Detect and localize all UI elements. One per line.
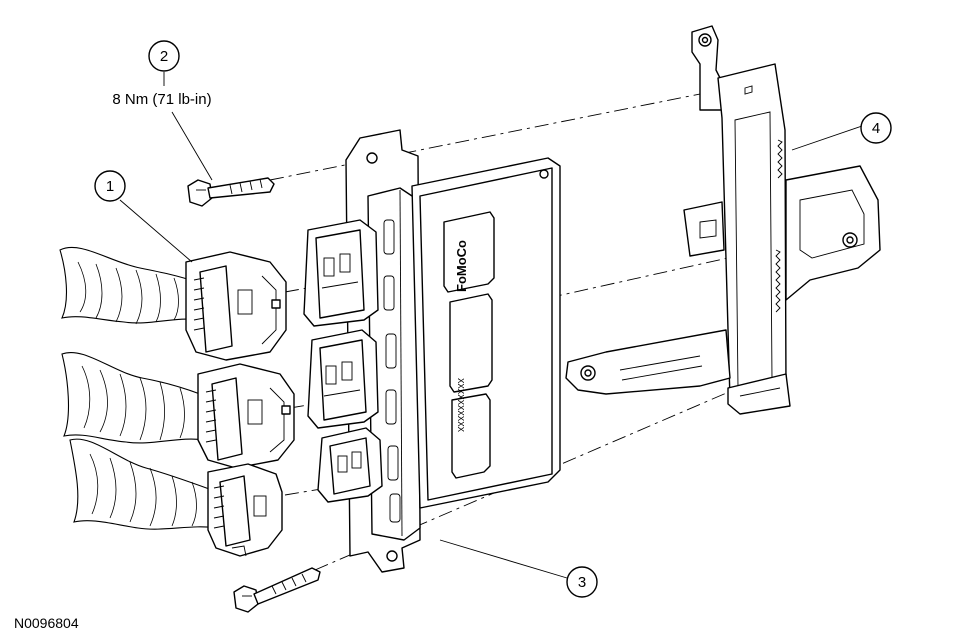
callouts: 1 2 3 4 8 Nm (71 lb-in) [94,40,892,598]
harness-middle [61,352,295,469]
harness-connectors [59,246,295,557]
harness-upper [59,246,287,361]
callout-3-number: 3 [578,574,586,591]
brand-marking: FoMoCo [454,240,469,292]
callout-4-number: 4 [872,120,880,137]
module-socket-upper [303,219,379,327]
mounting-bracket [565,25,881,415]
upper-bolt [187,177,275,207]
figure-id: N0096804 [14,615,79,631]
powertrain-control-module: FoMoCo XXXXXXXXXX [303,129,561,573]
torque-spec: 8 Nm (71 lb-in) [112,91,211,108]
module-socket-lower [317,427,383,503]
callout-4: 4 [860,112,892,144]
serial-marking: XXXXXXXXXX [455,378,465,433]
callout-3: 3 [566,566,598,598]
callout-1: 1 [94,170,126,202]
module-socket-middle [307,329,379,429]
callout-2-number: 2 [160,48,168,65]
callout-2: 2 [148,40,180,72]
callout-1-number: 1 [106,178,114,195]
harness-lower [69,438,283,557]
lower-bolt [233,567,321,613]
